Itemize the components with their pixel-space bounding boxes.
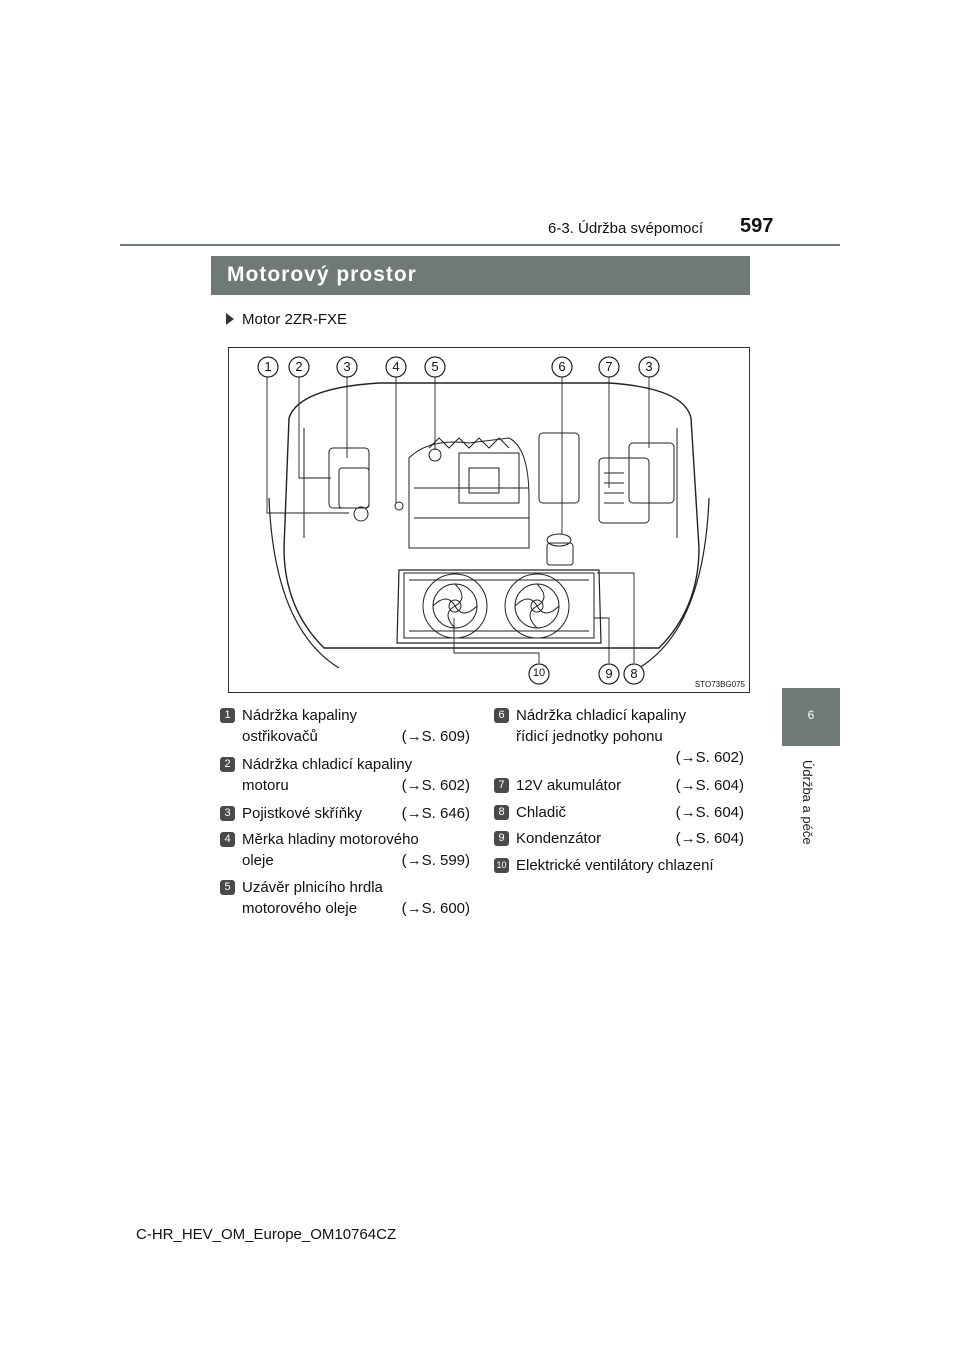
- callout-4: 4: [385, 356, 407, 383]
- callout-circle-icon: [623, 663, 645, 685]
- list-item: 10 Elektrické ventilátory chlazení: [494, 855, 746, 877]
- callout-circle-icon: [288, 356, 310, 378]
- list-item: 1 Nádržka kapaliny ostřikovačů (→S. 609): [220, 705, 472, 749]
- callout-circle-icon: [528, 663, 550, 685]
- item-number-badge: 7: [494, 778, 509, 793]
- item-number-badge: 8: [494, 805, 509, 820]
- chapter-tab: 6: [782, 688, 840, 746]
- item-number-badge: 2: [220, 757, 235, 772]
- page-reference: (→S. 604): [675, 777, 744, 794]
- callout-circle-icon: [551, 356, 573, 378]
- item-line1: Chladič: [516, 804, 567, 821]
- document-footer: C-HR_HEV_OM_Europe_OM10764CZ: [136, 1226, 397, 1243]
- item-line1: Nádržka chladicí kapaliny: [516, 707, 687, 724]
- figure-callouts: 1 2 3 4 5 6 7 3: [229, 348, 749, 692]
- callout-9: 9: [598, 663, 620, 690]
- callout-1: 1: [257, 356, 279, 383]
- section-title: Motorový prostor: [227, 263, 417, 286]
- callout-circle-icon: [257, 356, 279, 378]
- list-item: 3 Pojistkové skříňky (→S. 646): [220, 803, 472, 825]
- item-number-badge: 4: [220, 832, 235, 847]
- item-number-badge: 10: [494, 858, 509, 873]
- callout-circle-icon: [424, 356, 446, 378]
- item-line2: ostřikovačů: [242, 728, 318, 745]
- list-item: 2 Nádržka chladicí kapaliny motoru (→S. 6…: [220, 754, 472, 798]
- list-item: 6 Nádržka chladicí kapaliny řídicí jedno…: [494, 705, 746, 771]
- chapter-label: Údržba a péče: [800, 760, 815, 845]
- callout-8: 8: [623, 663, 645, 690]
- engine-subheading: Motor 2ZR-FXE: [226, 311, 347, 328]
- figure-code: STO73BG075: [694, 680, 745, 689]
- item-line2: oleje: [242, 852, 274, 869]
- item-line2: motoru: [242, 777, 289, 794]
- item-line2: motorového oleje: [242, 900, 358, 917]
- callout-circle-icon: [638, 356, 660, 378]
- item-number-badge: 3: [220, 806, 235, 821]
- engine-bay-illustration: [266, 376, 710, 669]
- item-number-badge: 1: [220, 708, 235, 723]
- page-number: 597: [740, 215, 774, 237]
- header-divider: [120, 244, 840, 246]
- item-number-badge: 5: [220, 880, 235, 895]
- list-item: 7 12V akumulátor (→S. 604): [494, 775, 746, 797]
- item-line1: Pojistkové skříňky: [242, 805, 363, 822]
- callout-circle-icon: [385, 356, 407, 378]
- item-line1: Nádržka kapaliny: [242, 707, 358, 724]
- callout-3: 3: [336, 356, 358, 383]
- chapter-number: 6: [807, 708, 815, 722]
- callout-6: 6: [551, 356, 573, 383]
- item-line1: Uzávěr plnicího hrdla: [242, 879, 383, 896]
- page-reference: (→S. 604): [675, 804, 744, 821]
- list-item: 8 Chladič (→S. 604): [494, 802, 746, 824]
- item-line1: Nádržka chladicí kapaliny: [242, 756, 413, 773]
- item-number-badge: 9: [494, 831, 509, 846]
- item-line1: Elektrické ventilátory chlazení: [516, 857, 714, 874]
- callout-7: 7: [598, 356, 620, 383]
- page-reference: (→S. 646): [401, 805, 470, 822]
- list-item: 9 Kondenzátor (→S. 604): [494, 828, 746, 850]
- callout-5: 5: [424, 356, 446, 383]
- item-line2: řídicí jednotky pohonu: [516, 728, 663, 745]
- engine-label: Motor 2ZR-FXE: [242, 311, 348, 328]
- callout-3b: 3: [638, 356, 660, 383]
- engine-bay-figure: 1 2 3 4 5 6 7 3: [228, 347, 750, 693]
- page-reference: (→S. 599): [401, 852, 470, 869]
- callout-circle-icon: [598, 663, 620, 685]
- list-item: 5 Uzávěr plnicího hrdla motorového oleje…: [220, 877, 472, 921]
- callout-circle-icon: [598, 356, 620, 378]
- item-line1: Kondenzátor: [516, 830, 602, 847]
- item-number-badge: 6: [494, 708, 509, 723]
- callout-circle-icon: [336, 356, 358, 378]
- section-title-bar: Motorový prostor: [211, 256, 750, 295]
- page-reference: (→S. 602): [675, 749, 744, 766]
- page-reference: (→S. 602): [401, 777, 470, 794]
- page-reference: (→S. 600): [401, 900, 470, 917]
- callout-10: 10: [528, 663, 550, 690]
- list-item: 4 Měrka hladiny motorového oleje (→S. 599…: [220, 829, 472, 873]
- triangle-bullet-icon: [226, 313, 234, 325]
- callout-2: 2: [288, 356, 310, 383]
- item-line1: Měrka hladiny motorového: [242, 831, 419, 848]
- page-reference: (→S. 609): [401, 728, 470, 745]
- item-line1: 12V akumulátor: [516, 777, 622, 794]
- page-reference: (→S. 604): [675, 830, 744, 847]
- header-section: 6-3. Údržba svépomocí: [548, 220, 704, 237]
